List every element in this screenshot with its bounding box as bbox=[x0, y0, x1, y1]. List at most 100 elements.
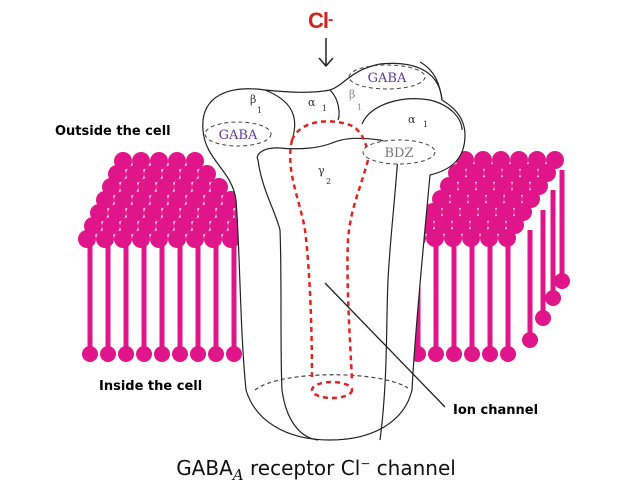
ion-flow-arrow bbox=[318, 38, 334, 68]
lipid-head bbox=[510, 151, 528, 169]
gaba-binding-site-top: GABA bbox=[348, 64, 426, 90]
lipid-head bbox=[458, 177, 476, 195]
lipid-head bbox=[492, 151, 510, 169]
subunit-sub: 1 bbox=[257, 106, 262, 115]
lipid-head bbox=[466, 164, 484, 182]
lipid-head bbox=[474, 151, 492, 169]
lipid-head bbox=[442, 203, 460, 221]
lipid-head bbox=[100, 346, 116, 362]
lipid-head bbox=[114, 230, 132, 248]
lipid-head bbox=[190, 346, 206, 362]
lipid-head bbox=[150, 230, 168, 248]
lipid-head bbox=[535, 310, 551, 326]
lipid-head bbox=[132, 230, 150, 248]
ion-symbol: Cl bbox=[308, 8, 329, 33]
lipid-head bbox=[554, 273, 570, 289]
lipid-head bbox=[96, 230, 114, 248]
lipid-head bbox=[426, 229, 444, 247]
lipid-head bbox=[514, 203, 532, 221]
caption-subscript: A bbox=[232, 466, 244, 484]
lipid-head bbox=[528, 151, 546, 169]
bdz-label: BDZ bbox=[384, 146, 413, 161]
lipid-head bbox=[545, 290, 561, 306]
ion-charge: - bbox=[328, 11, 333, 28]
bdz-binding-site: BDZ bbox=[362, 139, 436, 165]
caption-main: GABA bbox=[176, 456, 233, 480]
lipid-head bbox=[494, 177, 512, 195]
lipid-head bbox=[464, 346, 480, 362]
lipid-head bbox=[470, 216, 488, 234]
lipid-head bbox=[82, 346, 98, 362]
subunit-beta1-left: β 1 bbox=[250, 93, 262, 115]
lipid-head bbox=[488, 216, 506, 234]
lipid-head bbox=[136, 346, 152, 362]
figure-caption: GABAA receptor Cl− channel bbox=[0, 456, 632, 484]
lipid-head bbox=[498, 229, 516, 247]
lipid-head bbox=[476, 177, 494, 195]
lipid-head bbox=[496, 203, 514, 221]
lipid-head bbox=[186, 230, 204, 248]
lipid-head bbox=[452, 216, 470, 234]
subunit-greek: α bbox=[408, 113, 416, 126]
gaba-top-label: GABA bbox=[368, 71, 407, 86]
lipid-head bbox=[502, 164, 520, 182]
lipid-head bbox=[522, 332, 538, 348]
subunit-sub: 2 bbox=[326, 177, 331, 186]
caption-text-end: channel bbox=[370, 456, 456, 480]
lipid-head bbox=[204, 230, 222, 248]
lipid-head bbox=[504, 190, 522, 208]
ion-channel-pore bbox=[288, 120, 370, 400]
caption-superscript: − bbox=[360, 456, 371, 471]
lipid-head bbox=[432, 190, 450, 208]
subunit-alpha1-center: α 1 bbox=[308, 96, 327, 113]
lipid-head bbox=[444, 229, 462, 247]
lipid-head bbox=[226, 346, 242, 362]
chloride-ion-label: Cl- bbox=[308, 8, 333, 34]
lipid-head bbox=[530, 177, 548, 195]
membrane-right bbox=[408, 151, 570, 362]
ion-channel-label: Ion channel bbox=[453, 403, 538, 418]
receptor-body bbox=[202, 61, 466, 441]
lipid-head bbox=[450, 190, 468, 208]
lipid-head bbox=[478, 203, 496, 221]
subunit-sub: 1 bbox=[322, 104, 327, 113]
subunit-sub: 1 bbox=[357, 103, 362, 112]
outside-cell-label: Outside the cell bbox=[55, 124, 171, 139]
lipid-head bbox=[484, 164, 502, 182]
lipid-head bbox=[446, 346, 462, 362]
subunit-alpha1-right: α 1 bbox=[408, 113, 428, 129]
lipid-head bbox=[440, 177, 458, 195]
lipid-head bbox=[424, 203, 442, 221]
lipid-head bbox=[486, 190, 504, 208]
lipid-head bbox=[546, 151, 564, 169]
lipid-head bbox=[522, 190, 540, 208]
gaba-left-label: GABA bbox=[219, 128, 258, 143]
lipid-head bbox=[118, 346, 134, 362]
subunit-gamma2: γ 2 bbox=[318, 164, 331, 186]
gaba-binding-site-left: GABA bbox=[204, 121, 272, 147]
subunit-greek: α bbox=[308, 96, 316, 109]
lipid-head bbox=[512, 177, 530, 195]
lipid-head bbox=[434, 216, 452, 234]
lipid-head bbox=[520, 164, 538, 182]
lipid-head bbox=[172, 346, 188, 362]
subunit-greek: β bbox=[349, 88, 355, 101]
lipid-head bbox=[428, 346, 444, 362]
lipid-head bbox=[168, 230, 186, 248]
lipid-head bbox=[462, 229, 480, 247]
subunit-greek: γ bbox=[318, 164, 325, 177]
lipid-head bbox=[448, 164, 466, 182]
lipid-head bbox=[208, 346, 224, 362]
lipid-head bbox=[500, 346, 516, 362]
lipid-head bbox=[482, 346, 498, 362]
lipid-head bbox=[154, 346, 170, 362]
caption-text: receptor Cl bbox=[243, 456, 361, 480]
subunit-greek: β bbox=[250, 93, 256, 106]
lipid-head bbox=[222, 230, 240, 248]
lipid-head bbox=[506, 216, 524, 234]
subunit-beta1-right: β 1 bbox=[349, 88, 362, 112]
lipid-head bbox=[468, 190, 486, 208]
subunit-sub: 1 bbox=[423, 120, 428, 129]
lipid-head bbox=[480, 229, 498, 247]
